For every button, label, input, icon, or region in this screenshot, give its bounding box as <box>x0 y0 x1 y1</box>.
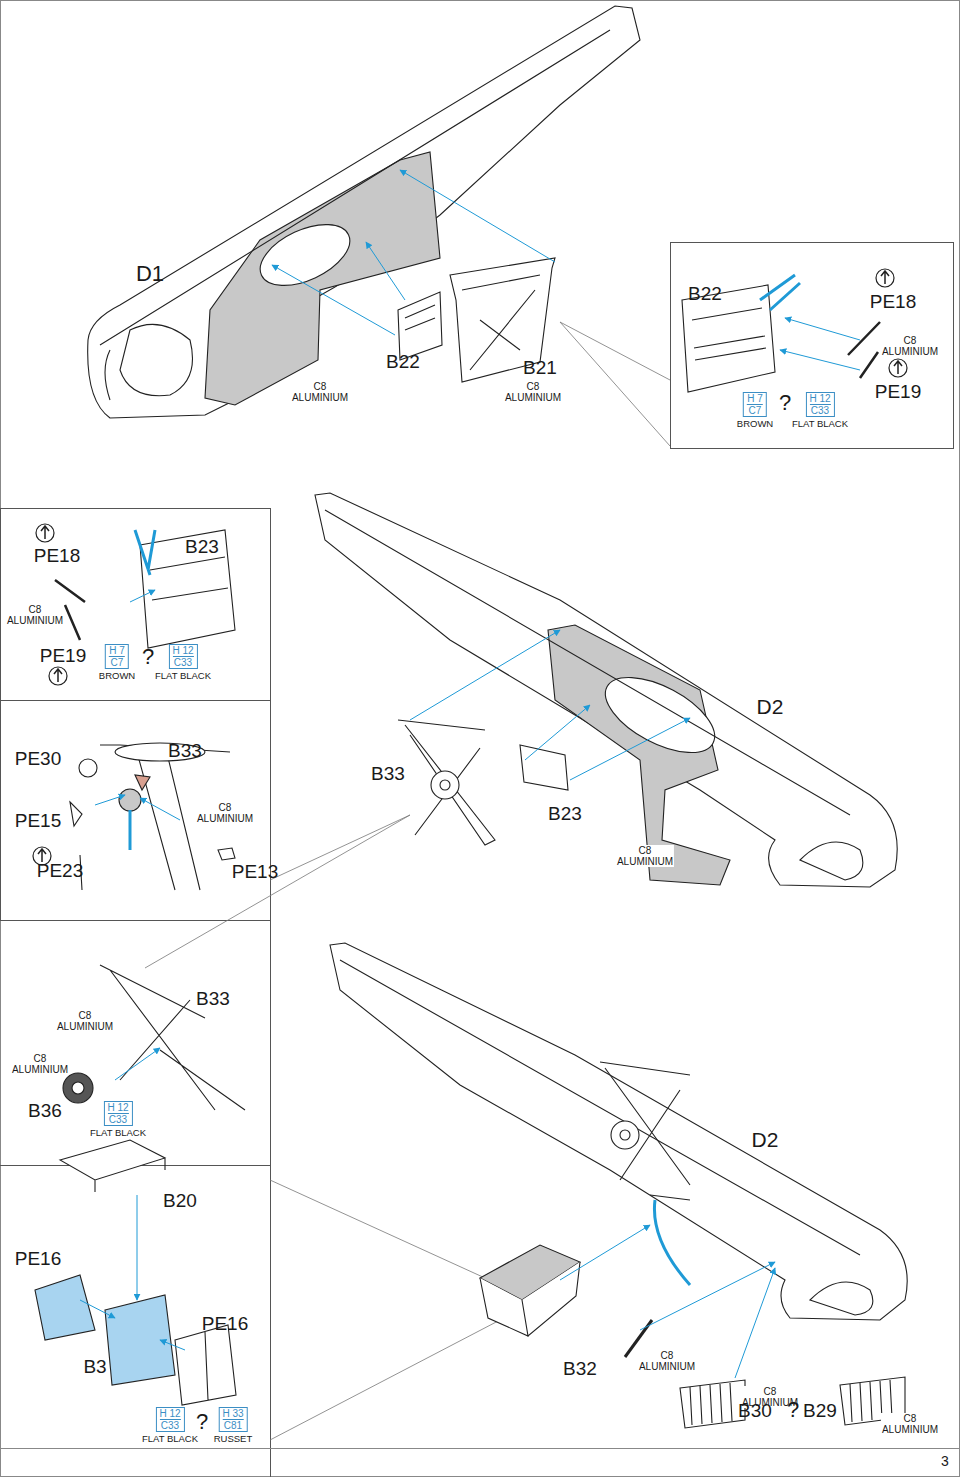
part-number: PE16 <box>15 1249 61 1269</box>
paint-name: FLAT BLACK <box>792 418 848 429</box>
part-number: PE18 <box>870 292 916 312</box>
part-number: PE30 <box>15 749 61 769</box>
paint-callout: C8 ALUMINIUM <box>616 845 674 867</box>
paint-callout: C8 ALUMINIUM <box>881 335 939 357</box>
paint-code: C7 <box>109 656 125 668</box>
paint-callout: C8 ALUMINIUM <box>11 1053 69 1075</box>
paint-code-frame: H 12C33 <box>168 644 197 669</box>
paint-code-frame: H 12C33 <box>805 392 834 417</box>
paint-code-frame: H 33C81 <box>218 1407 247 1432</box>
part-number: B30 <box>738 1401 772 1421</box>
paint-name: BROWN <box>737 418 773 429</box>
part-number: B3 <box>83 1357 106 1377</box>
paint-name: RUSSET <box>214 1433 253 1444</box>
part-number: B33 <box>196 989 230 1009</box>
part-number: B29 <box>803 1401 837 1421</box>
paint-callout: C8 ALUMINIUM <box>291 381 349 403</box>
paint-code: H 12 <box>107 1102 128 1113</box>
paint-name: BROWN <box>99 670 135 681</box>
paint-name: FLAT BLACK <box>142 1433 198 1444</box>
part-number: PE16 <box>202 1314 248 1334</box>
part-number: PE15 <box>15 811 61 831</box>
part-number: B33 <box>168 741 202 761</box>
paint-code-box: H 33C81RUSSET <box>214 1407 253 1444</box>
paint-code-box: H 7C7BROWN <box>737 392 773 429</box>
part-number: PE23 <box>37 861 83 881</box>
part-number: B33 <box>371 764 405 784</box>
part-number: PE19 <box>875 382 921 402</box>
part-number: PE18 <box>34 546 80 566</box>
paint-code: C33 <box>809 404 830 416</box>
paint-code: C81 <box>222 1419 243 1431</box>
part-number: B22 <box>386 352 420 372</box>
paint-code: H 7 <box>109 645 125 656</box>
paint-code: H 12 <box>159 1408 180 1419</box>
paint-name: FLAT BLACK <box>90 1127 146 1138</box>
part-number: ? <box>142 645 154 668</box>
part-number: ? <box>196 1410 208 1433</box>
paint-callout: C8 ALUMINIUM <box>196 802 254 824</box>
part-number: B23 <box>548 804 582 824</box>
paint-code: H 12 <box>809 393 830 404</box>
part-number: ? <box>779 391 791 414</box>
part-number: B23 <box>185 537 219 557</box>
paint-code-frame: H 12C33 <box>155 1407 184 1432</box>
paint-callout: C8 ALUMINIUM <box>6 604 64 626</box>
paint-name: FLAT BLACK <box>155 670 211 681</box>
paint-code-box: H 12C33FLAT BLACK <box>155 644 211 681</box>
paint-callout: C8 ALUMINIUM <box>504 381 562 403</box>
paint-code: C33 <box>159 1419 180 1431</box>
part-number: B21 <box>523 358 557 378</box>
paint-code-frame: H 12C33 <box>103 1101 132 1126</box>
part-number: D1 <box>136 262 164 285</box>
part-number: ? <box>787 1398 799 1421</box>
paint-code-box: H 12C33FLAT BLACK <box>90 1101 146 1138</box>
paint-code: C33 <box>172 656 193 668</box>
paint-code: H 33 <box>222 1408 243 1419</box>
paint-code-box: H 7C7BROWN <box>99 644 135 681</box>
part-number: 3 <box>941 1454 949 1469</box>
paint-code-frame: H 7C7 <box>743 392 767 417</box>
paint-code: H 7 <box>747 393 763 404</box>
paint-code: H 12 <box>172 645 193 656</box>
part-number: B20 <box>163 1191 197 1211</box>
paint-callout: C8 ALUMINIUM <box>881 1413 939 1435</box>
paint-callout: C8 ALUMINIUM <box>638 1350 696 1372</box>
paint-code-box: H 12C33FLAT BLACK <box>792 392 848 429</box>
part-number: PE13 <box>232 862 278 882</box>
part-number: PE19 <box>40 646 86 666</box>
paint-code-frame: H 7C7 <box>105 644 129 669</box>
part-number: B36 <box>28 1101 62 1121</box>
paint-code-box: H 12C33FLAT BLACK <box>142 1407 198 1444</box>
paint-code: C33 <box>107 1113 128 1125</box>
part-number: D2 <box>757 696 784 718</box>
part-number: D2 <box>752 1129 779 1151</box>
paint-code: C7 <box>747 404 763 416</box>
part-number: B22 <box>688 284 722 304</box>
paint-callout: C8 ALUMINIUM <box>56 1010 114 1032</box>
part-number: B32 <box>563 1359 597 1379</box>
